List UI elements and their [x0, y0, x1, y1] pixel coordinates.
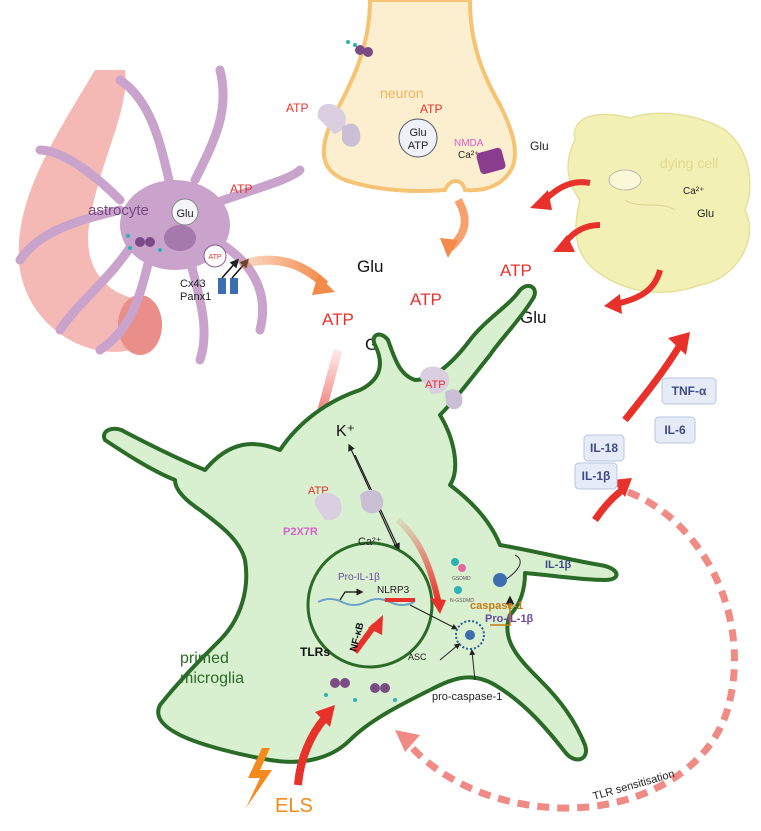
microglia-atp-label: ATP: [425, 379, 446, 391]
pro-caspase1-label: pro-caspase-1: [432, 691, 502, 703]
els-arrow: [294, 715, 329, 786]
tlr-sensitisation-loop: [402, 488, 738, 812]
microglia-cell: [102, 283, 619, 764]
els-arrowhead: [315, 705, 335, 727]
cx43-label: Cx43: [180, 278, 206, 290]
nfkb-arrowhead: [368, 615, 383, 635]
dying-cell: [567, 112, 751, 293]
cytokine-il18: IL-18: [583, 434, 625, 462]
k-plus-label: K⁺: [336, 423, 355, 440]
cytokine-release-arrow: [592, 485, 628, 522]
cytokine-to-cell-arrow: [622, 343, 684, 423]
dying-ca-label: Ca²⁺: [683, 186, 704, 197]
nlrp3-label: NLRP3: [377, 585, 410, 596]
astrocyte-label: astrocyte: [88, 202, 149, 219]
center-glu1-label: Glu: [357, 257, 383, 276]
pro-il1b-out-label: Pro-IL-1β: [485, 613, 534, 625]
primed-microglia-label-2: microglia: [180, 670, 244, 687]
ca-neuron-label: Ca²⁺: [458, 150, 479, 161]
astro-release-arrowhead: [312, 275, 335, 295]
nmda-receptor-icon: [476, 147, 506, 175]
glu-right-neuron-label: Glu: [530, 139, 549, 153]
dying-release-arrows: [530, 179, 663, 314]
right-atp-label: ATP: [500, 261, 532, 280]
asc-label: ASC: [408, 652, 427, 662]
nucleus: [306, 541, 434, 669]
cytokine-to-cell-arrowhead: [668, 332, 690, 355]
dna-gene-icon: [317, 588, 415, 606]
center-atp1-label: ATP: [410, 290, 442, 309]
activation-arrowhead: [430, 598, 446, 614]
neuron-vesicle: [398, 118, 438, 158]
neuron-atp2-label: ATP: [408, 140, 429, 152]
els-label: ELS: [275, 795, 313, 817]
microglia-p2x-icon: [420, 366, 463, 410]
svg-text:IL-18: IL-18: [590, 441, 618, 455]
astro-glu-vesicle: [171, 198, 199, 226]
neuron-release-arrowhead: [440, 238, 458, 258]
tlrs-label: TLRs: [300, 645, 330, 659]
astro-atp-vesicle: [203, 244, 227, 268]
p2x-receptor-icon: [317, 103, 361, 147]
neuron-glu-label: Glu: [409, 127, 426, 139]
astro-atp-small-label: ATP: [208, 254, 221, 261]
svg-text:TNF-α: TNF-α: [672, 384, 707, 398]
n-gsdmd-label: N-GSDMD: [450, 598, 474, 604]
ca-micro-label: Ca²⁺: [358, 536, 382, 548]
dying-cell-label: dying cell: [660, 155, 718, 171]
caspase1-label: caspase-1: [470, 600, 523, 612]
atp-left-neuron-label: ATP: [286, 101, 308, 115]
cytokine-il1b: IL-1β: [574, 462, 618, 490]
svg-text:IL-6: IL-6: [664, 423, 686, 437]
cleavage-arrow: [504, 554, 521, 581]
asc-arrow: [439, 643, 461, 661]
pacman-icon: [493, 573, 507, 587]
neuron-label: neuron: [380, 85, 424, 101]
astro-glu-label: Glu: [176, 208, 193, 220]
astro-atp-label: ATP: [230, 182, 252, 196]
receptor-icon: [126, 234, 162, 252]
dying-glu-label: Glu: [697, 208, 714, 220]
nmda-label: NMDA: [454, 138, 484, 149]
il1b-inside-label: IL-1β: [545, 559, 572, 571]
panx1-label: Panx1: [180, 291, 211, 303]
tlr-icon: [324, 678, 397, 702]
primed-microglia-label: primed: [180, 650, 229, 667]
p2x7r-icon: [314, 489, 384, 521]
inflammasome-icon: [455, 620, 485, 650]
neuron-atp-label: ATP: [420, 102, 442, 116]
gsdmd-icon: [451, 558, 466, 594]
gsdmd-label: GSDMD: [452, 576, 471, 582]
cytokine-il6: IL-6: [654, 416, 696, 444]
cytokine-tnfa: TNF-α: [661, 377, 717, 405]
activation-arrow: [395, 517, 441, 601]
lightning-icon: [246, 748, 272, 808]
nlrp3-assembly-arrow: [409, 604, 458, 630]
pro-caspase-arrow: [469, 649, 476, 681]
svg-text:IL-1β: IL-1β: [582, 469, 611, 483]
astrocyte-cell: [15, 65, 305, 365]
tlr-sensitisation-arrowhead: [395, 730, 420, 752]
pro-il1b-nucleus-label: Pro-IL-1β: [338, 572, 380, 583]
center-glu3-label: Glu: [520, 308, 546, 327]
p2x7r-label: P2X7R: [283, 526, 318, 538]
center-atp2-label: ATP: [322, 310, 354, 329]
caspase-arrow: [490, 595, 515, 626]
neuron-receptor-icon: [346, 40, 373, 57]
